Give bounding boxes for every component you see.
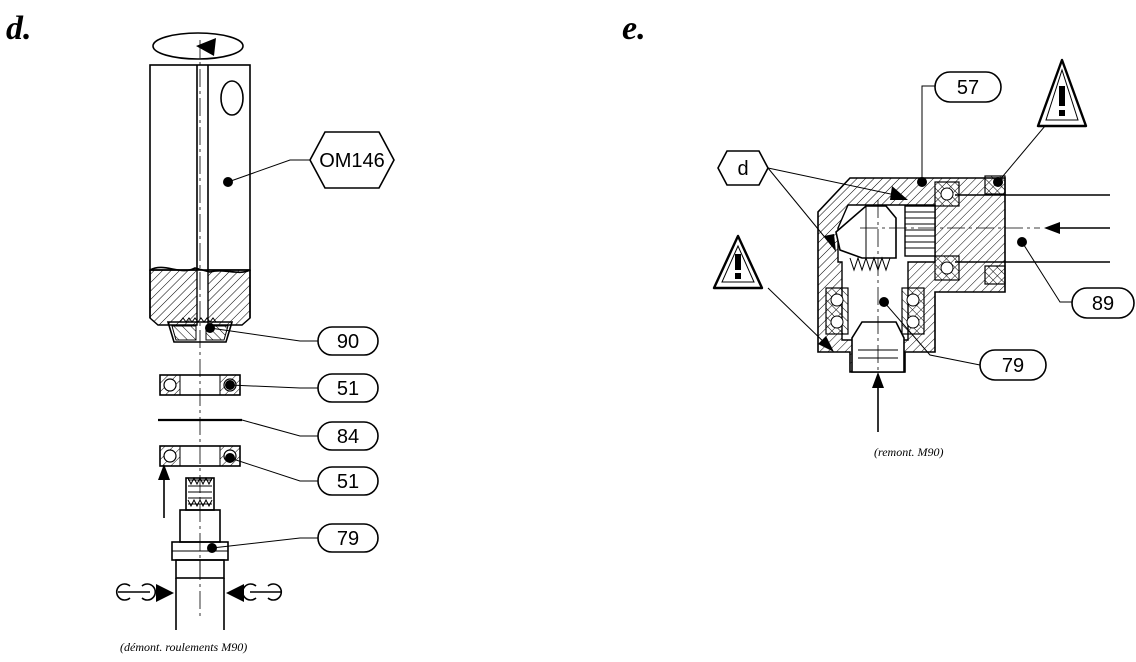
warning-triangle-icon (1036, 58, 1088, 128)
svg-text:d: d (737, 158, 748, 180)
push-arrow-up (158, 464, 170, 518)
svg-text:51: 51 (337, 471, 359, 493)
callout-51-top: 51 (317, 373, 379, 403)
caption-e: (remont. M90) (874, 445, 944, 459)
callout-om146: OM146 (309, 131, 395, 189)
callout-79-d: 79 (317, 523, 379, 553)
svg-text:OM146: OM146 (319, 150, 385, 172)
tool-om146 (149, 64, 251, 326)
callout-90: 90 (317, 326, 379, 356)
input-arrow-right (1044, 222, 1110, 234)
panel-d: OM146 90 51 84 51 79 (115, 32, 395, 630)
housing-assembly (817, 175, 1110, 430)
callout-84: 84 (317, 421, 379, 451)
warning-triangle-icon (712, 234, 764, 290)
callout-79-e: 79 (979, 349, 1047, 381)
svg-text:79: 79 (337, 528, 359, 550)
callout-57: 57 (934, 71, 1002, 103)
panel-e: d 57 89 79 (712, 58, 1135, 432)
svg-text:57: 57 (957, 77, 979, 99)
input-arrow-up (872, 372, 884, 432)
callout-tool-d: d (717, 150, 769, 186)
svg-text:51: 51 (337, 378, 359, 400)
caption-d: (démont. roulements M90) (120, 640, 248, 654)
svg-text:84: 84 (337, 426, 359, 448)
svg-text:90: 90 (337, 331, 359, 353)
svg-text:89: 89 (1092, 293, 1114, 315)
panel-label-d: d. (6, 10, 32, 47)
wrench-icon (115, 583, 283, 602)
bearing-51-bottom (159, 445, 241, 467)
callout-89: 89 (1071, 287, 1135, 319)
rotation-arrow-icon (152, 32, 244, 60)
callout-51-bottom: 51 (317, 466, 379, 496)
panel-label-e: e. (622, 10, 646, 47)
svg-text:79: 79 (1002, 355, 1024, 377)
